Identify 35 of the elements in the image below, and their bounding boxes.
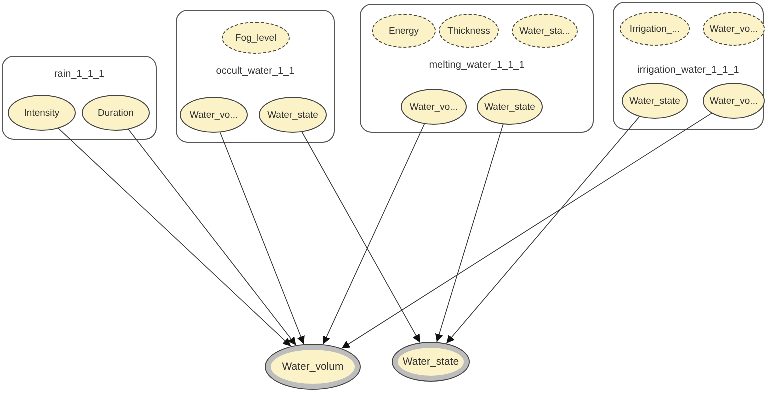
group-box [613,2,764,130]
node-label: Water_state [630,96,680,106]
node-label: Water_sta... [520,26,570,36]
dashed-ellipse [703,12,765,46]
node-label: Water_state [268,110,318,120]
node-label: Water_vo... [710,24,758,34]
group-label: occult_water_1_1 [215,66,296,77]
node-label: Irrigation_... [630,24,680,34]
group-box [360,4,594,133]
node-label: Fog_level [235,32,277,44]
arrow [128,128,297,346]
node-label: Duration [98,108,134,118]
node-label: Thickness [448,26,490,36]
node-label: Water_state [402,356,460,368]
arrow [436,123,504,343]
group-label: rain_1_1_1 [53,69,106,80]
node-label: Water_vo... [710,96,758,106]
node-label: Water_vo... [190,110,238,120]
group-label: melting_water_1_1_1 [428,60,526,71]
arrow [446,116,640,344]
variable-ellipse [180,97,248,133]
node-label: Water_volum [282,361,344,373]
node-label: Water_vo... [410,102,458,112]
group-label: irrigation_water_1_1_1 [636,65,740,76]
group-box [176,10,335,143]
arrow [57,127,292,347]
arrow [301,130,421,344]
group-box [2,56,157,140]
arrow [220,131,305,345]
node-label: Water_state [484,102,536,112]
node-label: Energy [388,26,420,36]
variable-ellipse [703,83,765,119]
arrow [322,123,426,345]
arrow [342,112,712,350]
node-label: Intensity [24,108,60,118]
